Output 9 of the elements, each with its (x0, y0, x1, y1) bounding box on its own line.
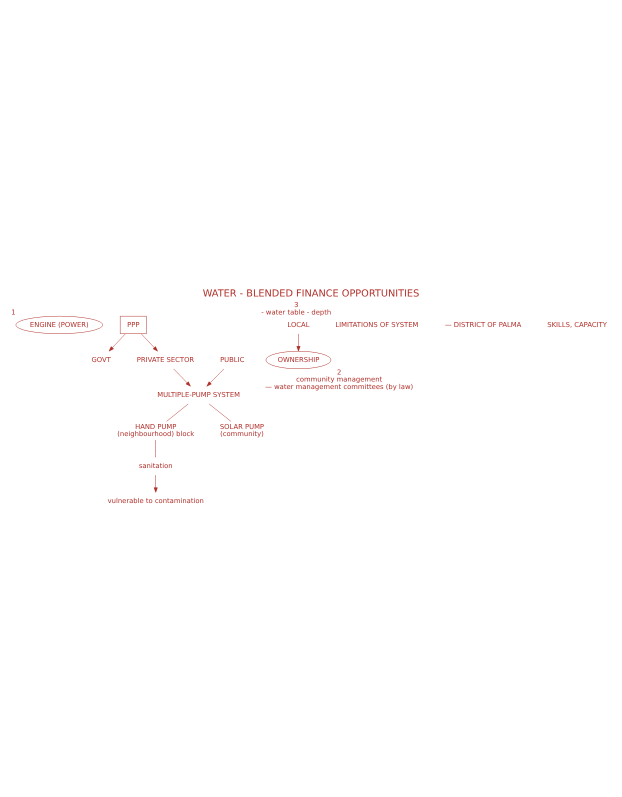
arrow (141, 334, 158, 352)
connector (208, 404, 232, 422)
arrow (206, 368, 224, 387)
arrow (296, 334, 300, 352)
arrow (108, 334, 126, 352)
connector (166, 404, 188, 422)
arrow (154, 474, 158, 493)
diagram-title: WATER - BLENDED FINANCE OPPORTUNITIES (202, 288, 420, 300)
arrow (173, 368, 191, 387)
